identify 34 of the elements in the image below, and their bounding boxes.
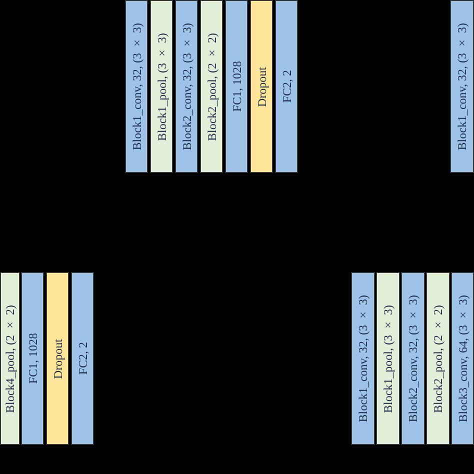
layer-bar [125, 0, 148, 173]
layer-label: Block1_pool, (3 × 3) [382, 304, 394, 412]
layer-label: FC1, 1028 [26, 333, 38, 384]
layer-bar [175, 0, 198, 173]
layer-label: Block1_pool, (3 × 3) [156, 32, 168, 140]
layer-bar [426, 272, 450, 445]
layer-label: Block2_pool, (2 × 2) [432, 304, 444, 412]
layer-label: Block1_conv, 32, (3 × 3) [130, 22, 142, 150]
layer-bar [200, 0, 223, 173]
layer-bar [150, 0, 173, 173]
layer-bar [401, 272, 425, 445]
layer-bar [275, 0, 298, 173]
layer-bar [451, 272, 474, 445]
layer-label: Block4_pool, (2 × 2) [4, 304, 16, 412]
layer-label: FC1, 1028 [230, 61, 242, 112]
layer-bar [71, 272, 94, 445]
layer-bar [351, 272, 375, 445]
layer-label: Block1_conv, 32, (3 × 3) [357, 294, 369, 422]
layer-label: Dropout [256, 66, 268, 106]
layer-bar [376, 272, 400, 445]
layer-bar [0, 272, 20, 445]
layer-bar [450, 0, 474, 173]
layer-bar [46, 272, 69, 445]
layer-label: FC2, 2 [280, 70, 292, 103]
layer-label: Block1_conv, 32, (3 × 3) [456, 22, 468, 150]
layer-label: Block2_conv, 32, (3 × 3) [180, 22, 192, 150]
layer-label: Block3_conv, 64, (3 × 3) [456, 294, 468, 422]
layer-label: FC2, 2 [76, 342, 88, 375]
layer-label: Block2_conv, 32, (3 × 3) [407, 294, 419, 422]
layer-label: Block2_pool, (2 × 2) [206, 32, 218, 140]
layer-bar [21, 272, 44, 445]
layer-bar [225, 0, 248, 173]
layer-label: Dropout [52, 338, 64, 378]
layer-bar [250, 0, 273, 173]
